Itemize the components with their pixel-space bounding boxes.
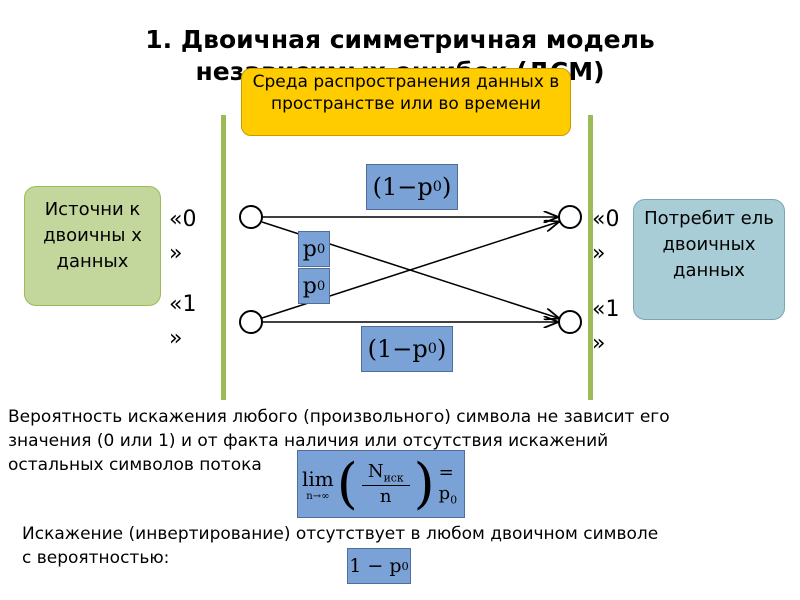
left-symbol-1: «1 » [169,292,197,351]
paragraph-1-line-3: остальных символов потока [8,455,262,475]
source-box: Источни к двоичны х данных [24,186,161,306]
left-symbol-0: «0 » [169,207,197,266]
consumer-box: Потребит ель двоичных данных [633,199,785,320]
medium-box: Среда распространения данных в пространс… [241,68,571,136]
right-symbol-0: «0 » [592,207,620,266]
input-node-0 [239,205,263,229]
paragraph-1-line-1: Вероятность искажения любого (произвольн… [8,407,670,427]
paragraph-2-line-1: Искажение (инвертирование) отсутствует в… [22,524,659,544]
output-node-0 [558,205,582,229]
paragraph-1-line-2: значения (0 или 1) и от факта наличия ил… [8,431,609,451]
input-node-1 [239,310,263,334]
left-boundary-bar [221,115,226,400]
paragraph-2-line-2: с вероятностью: [22,548,170,568]
output-node-1 [558,310,582,334]
right-symbol-1: «1 » [592,297,620,356]
right-boundary-bar [588,115,593,400]
formula-limit: lim n→∞ ( Nиск n ) = p0 [297,450,465,518]
page-title: 1. Двоичная симметричная модель [145,25,655,54]
